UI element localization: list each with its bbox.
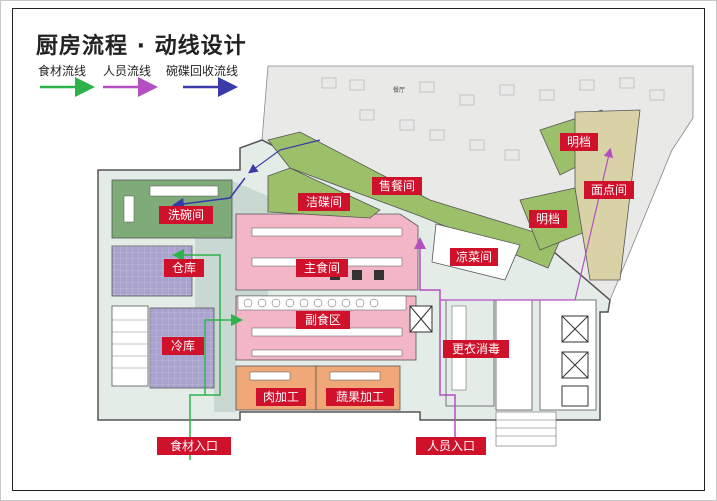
- label-wash-dish: [159, 206, 213, 224]
- label-cold-storage: [162, 337, 204, 355]
- sale-meal-zone: [267, 131, 561, 269]
- dish-return-flow-line: [172, 177, 246, 210]
- label-food-entry-text: 食材入口: [170, 438, 218, 453]
- main-food-zone: [235, 213, 419, 291]
- label-changing-text: 更衣消毒: [452, 341, 500, 356]
- label-sale-meal-text: 售餐间: [379, 178, 415, 193]
- label-staff-entry-text: 人员入口: [427, 439, 475, 453]
- legend-food: 食材流线: [38, 64, 87, 78]
- label-wash-dish-text: 洗碗间: [168, 207, 204, 222]
- dining-tables: [321, 77, 665, 161]
- label-changing: [443, 340, 509, 358]
- page-title: 厨房流程 · 动线设计: [36, 34, 247, 59]
- staff-flow-line: [414, 237, 456, 445]
- dining-hall-label: 餐厅: [393, 86, 405, 94]
- label-meat-text: 肉加工: [263, 390, 299, 404]
- label-sale-meal: [372, 177, 422, 195]
- label-side-food: [296, 311, 350, 329]
- room-labels: 洗碗间 洁碟间 售餐间 明档 面点间 明档 主食间 凉菜间 仓库 副食区 冷库 …: [157, 133, 634, 455]
- label-storage-text: 仓库: [172, 260, 196, 275]
- label-main-food-text: 主食间: [304, 260, 340, 275]
- stair-left: [111, 305, 149, 387]
- legend-staff: 人员流线: [103, 64, 152, 78]
- label-pastry-text: 面点间: [591, 183, 627, 197]
- label-storage: [164, 259, 204, 277]
- label-main-food: [296, 259, 348, 277]
- label-veg: [326, 388, 394, 406]
- label-veg-text: 蔬果加工: [336, 390, 384, 404]
- label-staff-entry: [416, 437, 486, 455]
- legend-dish-return: 碗碟回收流线: [166, 64, 239, 78]
- entrance-steps: [495, 411, 557, 447]
- label-pastry: [584, 181, 634, 199]
- label-side-food-text: 副食区: [305, 312, 341, 327]
- label-cold-storage-text: 冷库: [171, 338, 195, 353]
- label-cold-dish-text: 凉菜间: [456, 249, 492, 264]
- food-flow-line: [172, 249, 221, 460]
- label-meat: [256, 388, 306, 406]
- elevator-block: [539, 299, 597, 411]
- label-open-stall-1-text: 明档: [567, 135, 591, 149]
- label-clean-dish-text: 洁碟间: [306, 195, 342, 209]
- label-open-stall-2-text: 明档: [536, 212, 560, 226]
- label-cold-dish: [450, 248, 498, 266]
- label-food-entry: [157, 437, 231, 455]
- label-open-stall-1: [560, 133, 598, 151]
- label-open-stall-2: [529, 210, 567, 228]
- label-clean-dish: [298, 193, 350, 211]
